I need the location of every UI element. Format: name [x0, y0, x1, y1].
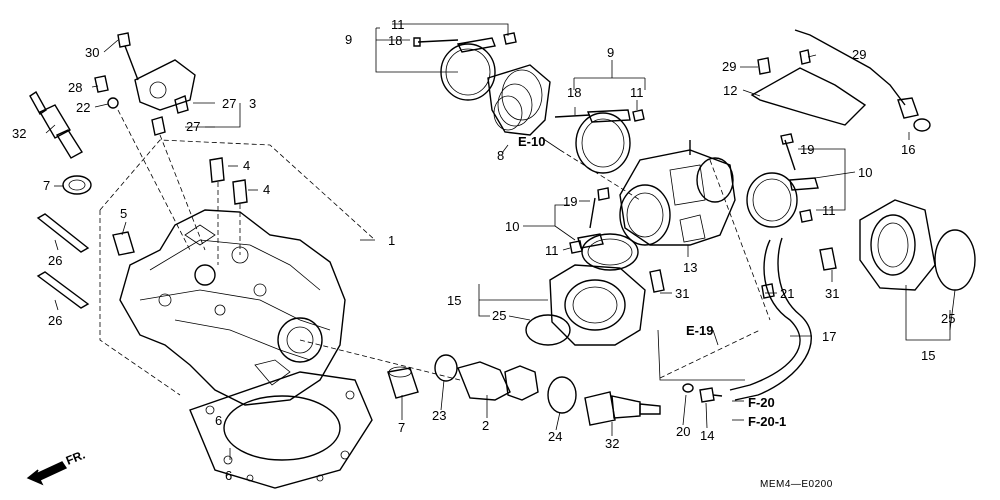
label-19a: 19 — [563, 194, 577, 209]
label-31a: 31 — [675, 286, 689, 301]
dowel-4b-drawing — [232, 179, 248, 205]
part-labels: 1 2 3 4 4 5 6 6 7 7 8 9 9 10 10 11 11 11… — [12, 17, 955, 483]
bolt-29a-drawing — [757, 57, 771, 75]
label-21: 21 — [780, 286, 794, 301]
label-15a: 15 — [447, 293, 461, 308]
label-32b: 32 — [605, 436, 619, 451]
label-11a: 11 — [391, 17, 405, 32]
throttle-body-13-drawing — [619, 140, 736, 246]
clamp-9b-drawing — [575, 109, 631, 174]
dowel-28-drawing — [94, 75, 109, 93]
label-11d: 11 — [822, 203, 836, 218]
label-6b: 6 — [225, 468, 232, 483]
spark-plug-32-left-drawing — [29, 90, 83, 159]
label-11b: 11 — [630, 85, 644, 100]
label-8: 8 — [497, 148, 504, 163]
cylinder-head-drawing — [119, 209, 346, 406]
ref-e19: E-19 — [686, 323, 713, 338]
label-9b: 9 — [607, 45, 614, 60]
bracket-12-drawing — [750, 67, 867, 126]
insulator-15-left-drawing — [549, 264, 646, 346]
label-27b: 27 — [186, 119, 200, 134]
label-13: 13 — [683, 260, 697, 275]
stud-26b-drawing — [36, 271, 90, 309]
o-ring-25-left-drawing — [525, 314, 571, 346]
head-gasket-drawing — [189, 371, 373, 489]
label-2: 2 — [482, 418, 489, 433]
label-9a: 9 — [345, 32, 352, 47]
ref-e10: E-10 — [518, 134, 545, 149]
label-7b: 7 — [398, 420, 405, 435]
spark-plug-32-center-drawing — [584, 391, 661, 426]
hose-17-drawing — [729, 237, 812, 401]
label-6a: 6 — [215, 413, 222, 428]
label-30: 30 — [85, 45, 99, 60]
tube-16-drawing — [794, 29, 931, 132]
front-direction-label: FR. — [64, 448, 87, 468]
bolt-29b-drawing — [799, 49, 811, 65]
label-27a: 27 — [222, 96, 236, 111]
label-25a: 25 — [492, 308, 506, 323]
seal-7-left-drawing — [62, 175, 92, 195]
label-31b: 31 — [825, 286, 839, 301]
cam-holder-drawing — [134, 59, 196, 136]
label-16: 16 — [901, 142, 915, 157]
ref-f20: F-20 — [748, 395, 775, 410]
label-25b: 25 — [941, 311, 955, 326]
label-24: 24 — [548, 429, 562, 444]
label-18b: 18 — [567, 85, 581, 100]
label-22: 22 — [76, 100, 90, 115]
label-11c: 11 — [545, 243, 559, 258]
clamp-9a-drawing — [440, 37, 496, 101]
bolt-31-center-drawing — [649, 269, 665, 293]
dowel-4a-drawing — [209, 157, 225, 183]
intake-joint-8-drawing — [487, 64, 551, 136]
o-ring-24-drawing — [547, 376, 577, 414]
clip-21-drawing — [761, 283, 775, 299]
label-18a: 18 — [388, 33, 402, 48]
label-5: 5 — [120, 206, 127, 221]
o-ring-25-right-drawing — [934, 229, 976, 291]
reference-labels: E-10 E-19 F-20 F-20-1 — [518, 134, 786, 429]
label-4b: 4 — [263, 182, 270, 197]
label-7a: 7 — [43, 178, 50, 193]
label-17: 17 — [822, 329, 836, 344]
diagram-code: MEM4—E0200 — [760, 479, 833, 490]
bolt-14-drawing — [699, 387, 723, 403]
bolt-30-drawing — [117, 32, 139, 81]
label-12: 12 — [723, 83, 737, 98]
label-20: 20 — [676, 424, 690, 439]
label-4a: 4 — [243, 158, 250, 173]
label-28: 28 — [68, 80, 82, 95]
label-29b: 29 — [852, 47, 866, 62]
label-10a: 10 — [505, 219, 519, 234]
stud-26a-drawing — [36, 213, 90, 253]
insulator-15-right-drawing — [859, 199, 936, 291]
washer-20-drawing — [682, 383, 694, 393]
o-ring-23-drawing — [434, 354, 458, 382]
cap-7-drawing — [387, 366, 419, 399]
label-10b: 10 — [858, 165, 872, 180]
label-26b: 26 — [48, 313, 62, 328]
washer-22-drawing — [107, 97, 119, 109]
label-32a: 32 — [12, 126, 26, 141]
front-direction-arrow: FR. — [26, 448, 87, 486]
ref-f20-1: F-20-1 — [748, 414, 786, 429]
label-19b: 19 — [800, 142, 814, 157]
clamp-10-right-drawing — [746, 172, 819, 228]
label-3: 3 — [249, 96, 256, 111]
label-26a: 26 — [48, 253, 62, 268]
label-23: 23 — [432, 408, 446, 423]
clamp-10-left-drawing — [577, 233, 639, 271]
label-29a: 29 — [722, 59, 736, 74]
label-15b: 15 — [921, 348, 935, 363]
label-14: 14 — [700, 428, 714, 443]
insulator-2-drawing — [457, 361, 539, 401]
pin-5-drawing — [112, 231, 135, 256]
bolt-31-right-drawing — [819, 247, 837, 271]
label-1: 1 — [388, 233, 395, 248]
